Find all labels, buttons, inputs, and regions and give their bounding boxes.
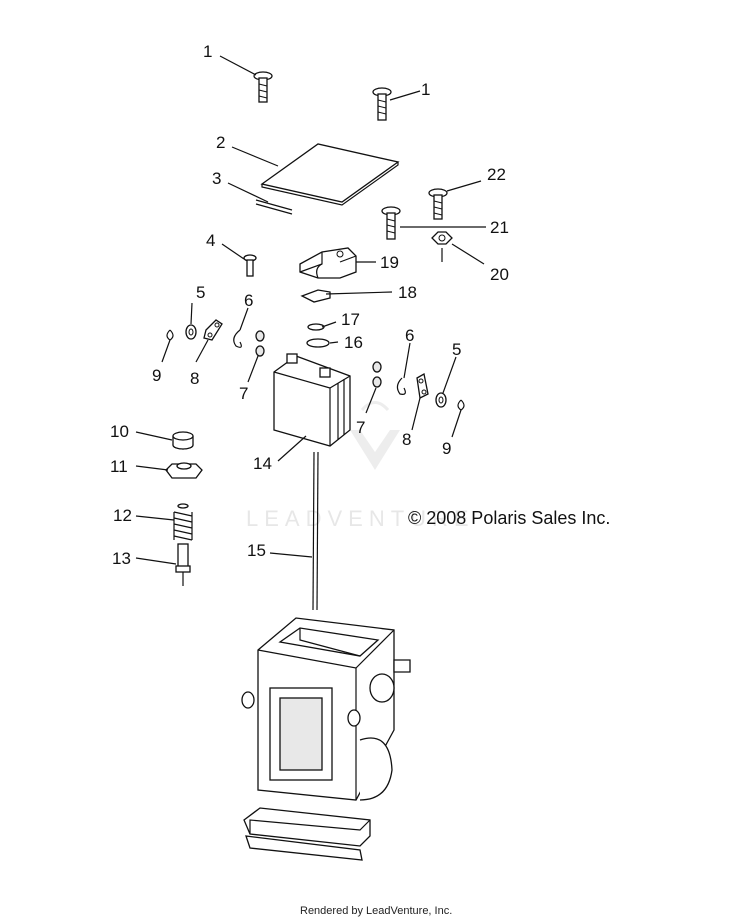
cap-10 (172, 431, 194, 450)
callout-11: 11 (110, 457, 128, 476)
copyright-notice: © 2008 Polaris Sales Inc. (408, 508, 610, 528)
callout-1a: 1 (203, 42, 212, 61)
watermark-logo: LEADVENTURE (246, 401, 475, 531)
callout-5-left: 5 (196, 283, 205, 302)
slide-block-14 (273, 353, 351, 447)
callout-9-left: 9 (152, 366, 161, 385)
callout-17: 17 (341, 310, 360, 329)
spring-6-left (233, 329, 242, 348)
nut-11 (165, 462, 203, 479)
callout-21: 21 (490, 218, 509, 237)
callout-1b: 1 (421, 80, 430, 99)
nut-20 (431, 231, 453, 262)
callout-16: 16 (344, 333, 363, 352)
leader-lines (135, 55, 486, 565)
watermark-text: LEADVENTURE (246, 506, 475, 531)
screw-22 (428, 188, 448, 220)
callout-14: 14 (253, 454, 272, 473)
rod-15 (312, 451, 319, 611)
callout-8-right: 8 (402, 430, 411, 449)
clip-18 (300, 289, 331, 303)
callout-3: 3 (212, 169, 221, 188)
callout-6-left: 6 (244, 291, 253, 310)
callout-9-right: 9 (442, 439, 451, 458)
clip-9-right (457, 399, 465, 411)
footer-credit: Rendered by LeadVenture, Inc. (300, 905, 452, 917)
bushing-7-left (255, 330, 265, 357)
spring-17 (307, 323, 325, 331)
screw-1b (372, 87, 392, 121)
screw-4 (243, 254, 257, 277)
callout-4: 4 (206, 231, 215, 250)
washer-5-right (435, 392, 447, 408)
gasket-3 (255, 199, 293, 215)
spring-12 (173, 503, 193, 541)
link-8-right (416, 372, 429, 399)
callout-2: 2 (216, 133, 225, 152)
clip-9-left (166, 329, 174, 341)
bushing-7-right (372, 361, 382, 388)
screw-21 (381, 206, 401, 240)
callout-12: 12 (113, 506, 132, 525)
callout-6-right: 6 (405, 326, 414, 345)
callout-5-right: 5 (452, 340, 461, 359)
callout-19: 19 (380, 253, 399, 272)
washer-5-left (185, 324, 197, 340)
callout-13: 13 (112, 549, 131, 568)
needle-13 (175, 543, 191, 586)
callout-15: 15 (247, 541, 266, 560)
callout-8-left: 8 (190, 369, 199, 388)
callout-20: 20 (490, 265, 509, 284)
spring-6-right (396, 377, 406, 395)
carburetor-body (241, 617, 411, 861)
bracket-19 (299, 247, 357, 279)
link-8-left (203, 319, 223, 341)
callout-18: 18 (398, 283, 417, 302)
callout-10: 10 (110, 422, 129, 441)
washer-16 (306, 338, 330, 348)
cover-plate-2 (260, 143, 400, 206)
callout-7-left: 7 (239, 384, 248, 403)
callout-22: 22 (487, 165, 506, 184)
screw-1a (253, 71, 273, 103)
callout-7-right: 7 (356, 418, 365, 437)
